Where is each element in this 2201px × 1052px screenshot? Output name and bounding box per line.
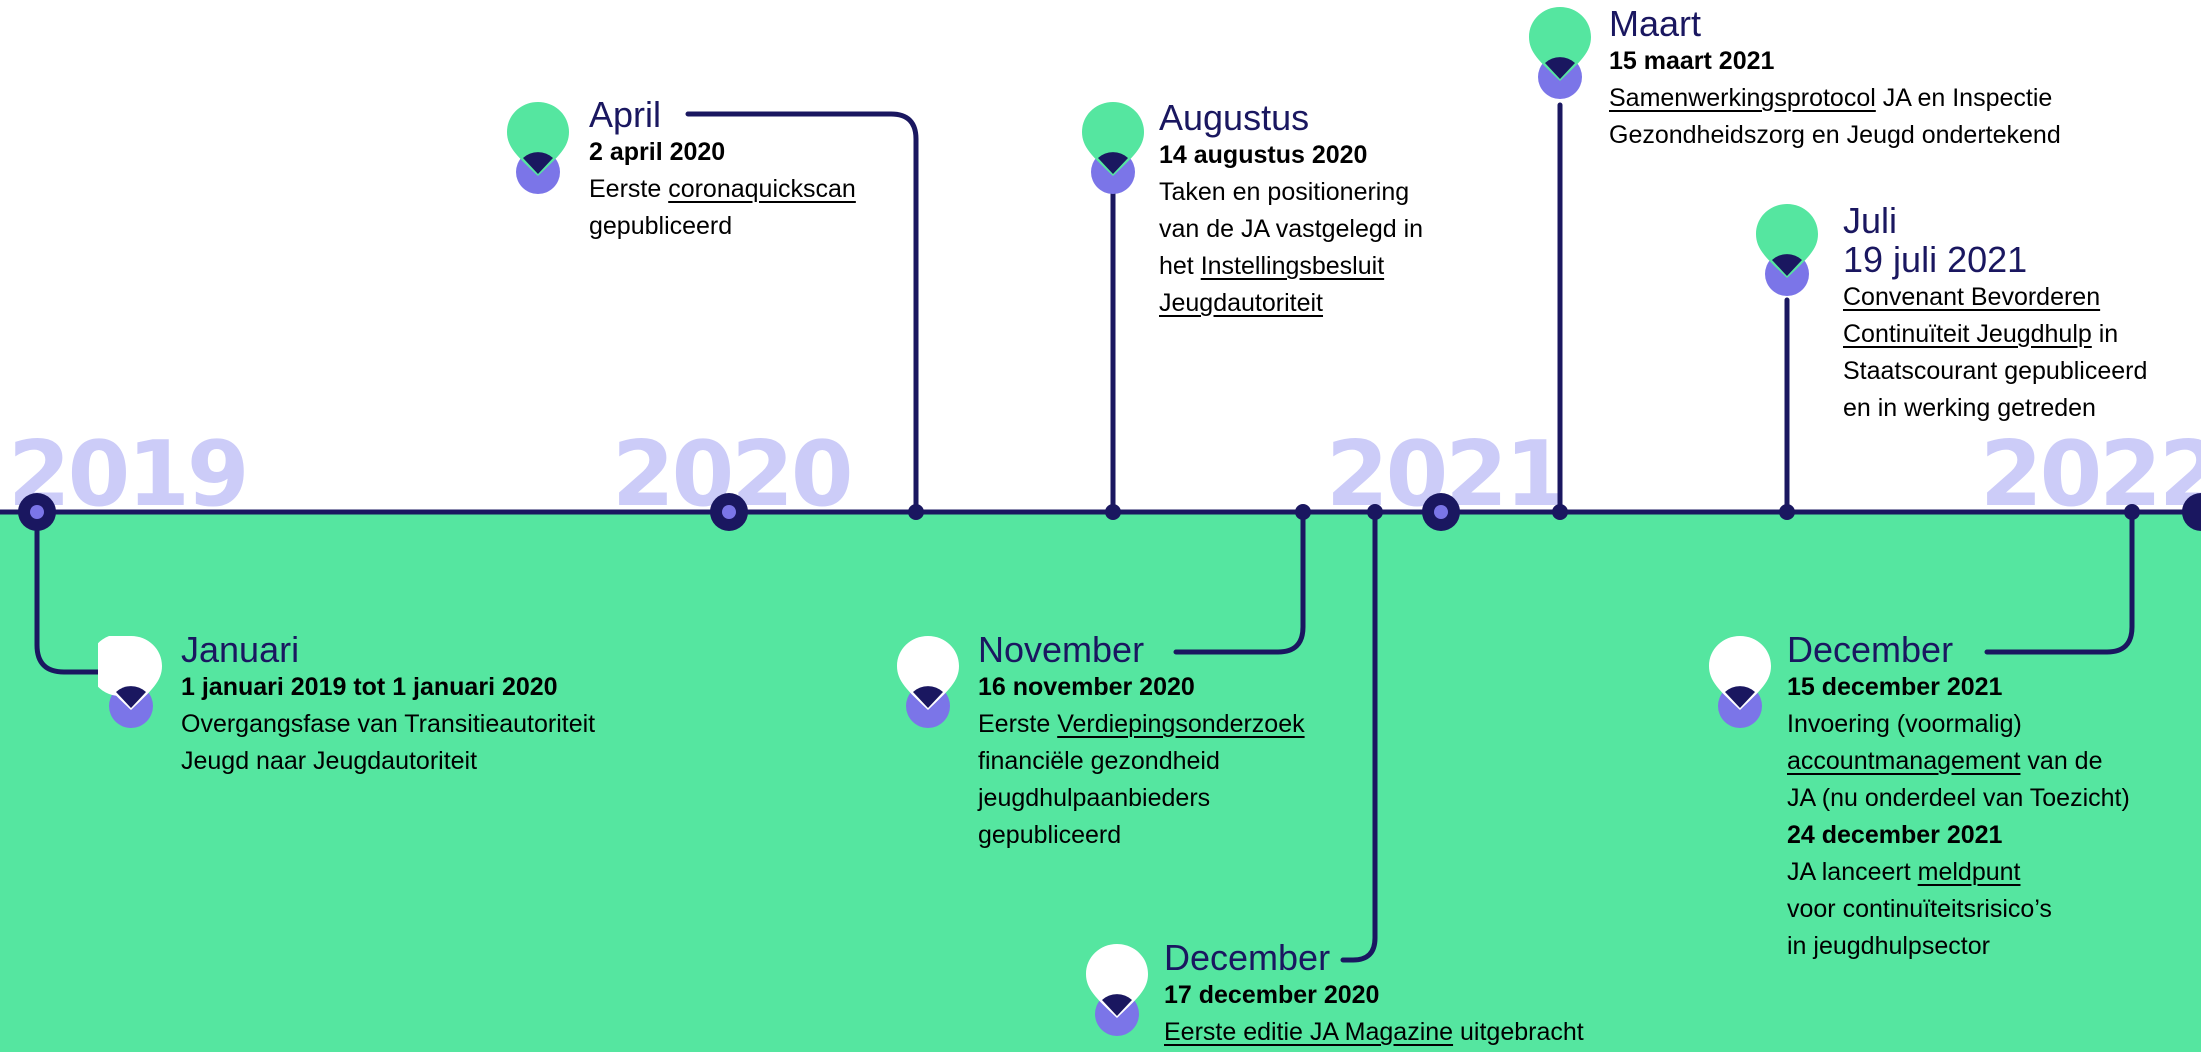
event-month: Januari <box>181 629 300 670</box>
link-convenant[interactable]: Convenant Bevorderen <box>1843 283 2101 311</box>
event-month: December <box>1164 937 1331 978</box>
event-date: 19 juli 2021 <box>1843 239 2028 280</box>
event-text: JA lanceert meldpunt <box>1787 858 2021 886</box>
location-pin-icon <box>98 636 162 728</box>
event-augustus-2020: Augustus 14 augustus 2020 Taken en posit… <box>1159 98 1423 322</box>
link-accountmanagement[interactable]: accountmanagement <box>1787 747 2021 775</box>
event-date: 1 januari 2019 tot 1 januari 2020 <box>181 673 558 701</box>
event-month: April <box>589 94 662 135</box>
location-pin-icon <box>1756 204 1818 296</box>
event-text: Invoering (voormalig) <box>1787 710 2022 738</box>
event-text: JA (nu onderdeel van Toezicht) <box>1787 784 2130 812</box>
event-text: Eerste coronaquickscan <box>589 175 856 203</box>
location-pin-icon <box>897 636 959 728</box>
event-text: Taken en positionering <box>1159 178 1410 206</box>
event-date: 15 december 2021 <box>1787 673 2003 701</box>
event-month: Juli <box>1843 200 1898 241</box>
event-text: in jeugdhulpsector <box>1787 932 1990 960</box>
event-juli-2021: Juli 19 juli 2021 Convenant Bevorderen C… <box>1843 201 2147 427</box>
event-text: het Instellingsbesluit <box>1159 252 1385 280</box>
connector-apr2020 <box>685 111 919 515</box>
event-month: Augustus <box>1159 97 1310 138</box>
link-jeugdautoriteit[interactable]: Jeugdautoriteit <box>1159 289 1324 317</box>
connector-nov2020 <box>1173 509 1306 655</box>
location-pin-icon <box>1086 944 1148 1036</box>
event-november-2020: November 16 november 2020 Eerste Verdiep… <box>978 630 1305 854</box>
event-month: Maart <box>1609 3 1702 44</box>
event-december-2021: December 15 december 2021 Invoering (voo… <box>1787 630 2130 965</box>
event-text: gepubliceerd <box>589 212 733 240</box>
connector-dec2021 <box>1984 509 2135 655</box>
link-continuiteit-jeugdhulp[interactable]: Continuïteit Jeugdhulp <box>1843 320 2092 348</box>
link-verdiepingsonderzoek[interactable]: Verdiepingsonderzoek <box>1057 710 1305 738</box>
event-month: November <box>978 629 1145 670</box>
location-pin-icon <box>507 102 569 194</box>
event-text: voor continuïteitsrisico’s <box>1787 895 2052 923</box>
event-dots <box>908 504 2140 520</box>
event-month: December <box>1787 629 1954 670</box>
event-text: Continuïteit Jeugdhulp in <box>1843 320 2119 348</box>
event-date: 14 augustus 2020 <box>1159 141 1368 169</box>
link-ja-magazine[interactable]: Eerste editie JA Magazine <box>1164 1018 1454 1046</box>
event-date: 15 maart 2021 <box>1609 47 1775 75</box>
event-text: Jeugd naar Jeugdautoriteit <box>181 747 478 775</box>
location-pin-icon <box>1529 7 1591 99</box>
event-text: Jeugdautoriteit <box>1159 285 1423 322</box>
event-text: Eerste Verdiepingsonderzoek <box>978 710 1305 738</box>
event-text: jeugdhulpaanbieders <box>978 784 1211 812</box>
event-text: en in werking getreden <box>1843 394 2096 422</box>
event-text: Gezondheidszorg en Jeugd ondertekend <box>1609 121 2061 149</box>
event-text: Overgangsfase van Transitieautoriteit <box>181 710 596 738</box>
event-date: 2 april 2020 <box>589 138 726 166</box>
event-text: Convenant Bevorderen <box>1843 279 2147 316</box>
event-date: 16 november 2020 <box>978 673 1195 701</box>
event-april-2020: April 2 april 2020 Eerste coronaquicksca… <box>589 95 856 245</box>
event-maart-2021: Maart 15 maart 2021 Samenwerkingsprotoco… <box>1609 4 2061 154</box>
link-samenwerkingsprotocol[interactable]: Samenwerkingsprotocol <box>1609 84 1876 112</box>
event-text: Samenwerkingsprotocol JA en Inspectie <box>1609 84 2053 112</box>
event-text: financiële gezondheid <box>978 747 1220 775</box>
event-text: gepubliceerd <box>978 821 1122 849</box>
event-text: accountmanagement van de <box>1787 747 2103 775</box>
event-januari-2019: Januari 1 januari 2019 tot 1 januari 202… <box>181 630 595 780</box>
year-node-2022 <box>2182 493 2201 531</box>
location-pin-icon <box>1709 636 1771 728</box>
event-date: 17 december 2020 <box>1164 981 1380 1009</box>
connector-dec2020 <box>1340 509 1378 963</box>
event-text: van de JA vastgelegd in <box>1159 215 1424 243</box>
event-date: 24 december 2021 <box>1787 821 2003 849</box>
event-text: Staatscourant gepubliceerd <box>1843 357 2148 385</box>
year-label-2022: 2022 <box>1980 422 2201 527</box>
link-instellingsbesluit[interactable]: Instellingsbesluit <box>1200 252 1385 280</box>
event-text: Eerste editie JA Magazine uitgebracht <box>1164 1018 1584 1046</box>
location-pin-icon <box>1082 102 1144 194</box>
year-nodes <box>18 493 2201 531</box>
event-december-2020: December 17 december 2020 Eerste editie … <box>1164 938 1584 1051</box>
link-coronaquickscan[interactable]: coronaquickscan <box>668 175 856 203</box>
link-meldpunt[interactable]: meldpunt <box>1917 858 2021 886</box>
connector-jan2019 <box>34 509 111 675</box>
